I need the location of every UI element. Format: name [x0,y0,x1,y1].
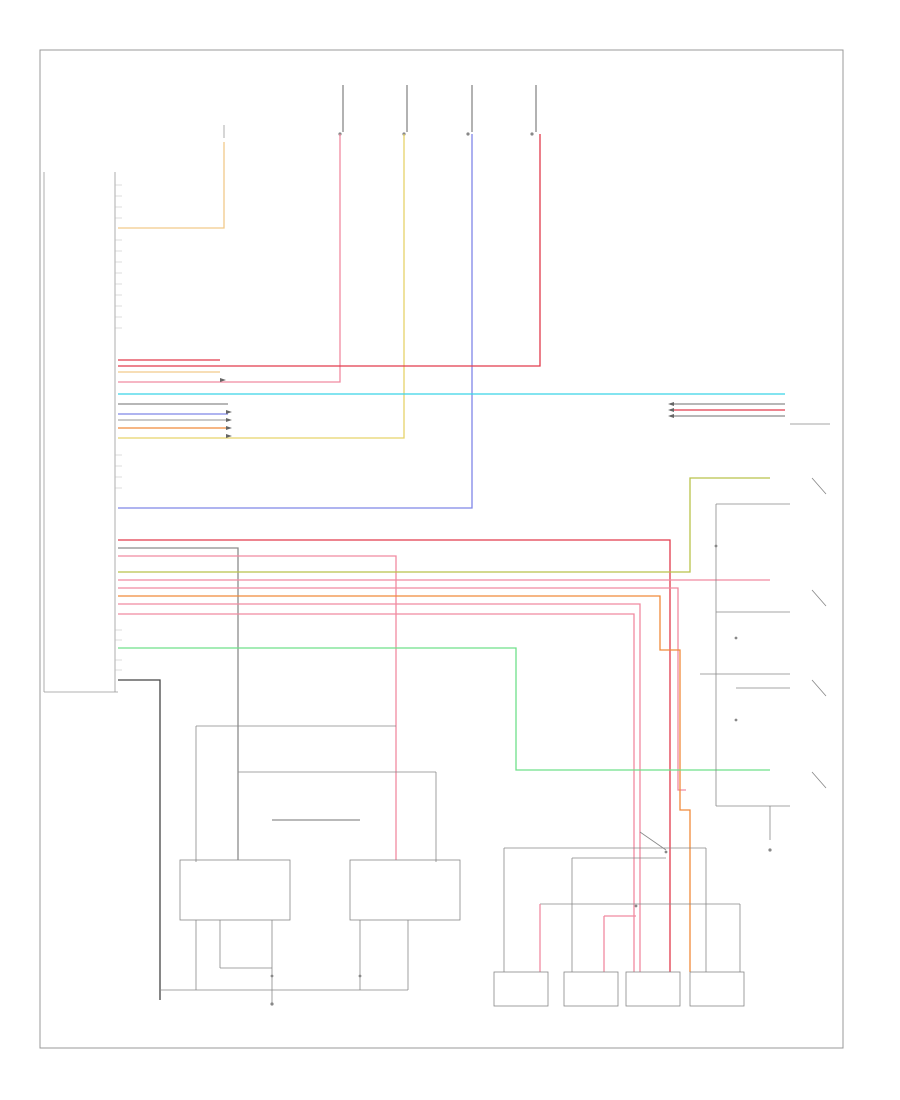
wire-olive-lock [118,477,770,573]
switch-node-1 [714,544,718,548]
arrow-5 [226,434,232,438]
lock-node-1 [270,974,274,978]
arrow-3 [226,418,232,422]
switch-node-3 [734,718,738,722]
switch-2-blade [811,589,827,607]
fuse-node-3 [466,132,470,136]
driver-lock-switch [179,859,291,921]
wire-black-ground [118,679,161,1000]
wire-red-lock [118,539,671,972]
wire-pink-lock-3 [118,587,686,791]
power-feeds-top [223,60,546,138]
wire-pink-lock-5 [118,613,635,972]
wire-pink-lock-4 [118,603,641,972]
passenger-lock-switch [349,859,461,921]
rf-door-lock-motor [625,971,681,1007]
switch-node-2 [734,636,738,640]
lr-door-lock-motor [563,971,619,1007]
arrow-2 [226,410,232,414]
fuse-label-4 [528,60,546,74]
wire-gray-lock [118,547,239,860]
ground-node-right [768,848,772,852]
door-lock-wires [118,477,770,1000]
wire-orange-lock [118,595,691,972]
arrow-1 [220,378,226,382]
wire-green-lock [118,647,770,771]
wire-blue-feed [118,134,473,509]
switch-1-blade [811,477,827,495]
rr-door-lock-motor [689,971,745,1007]
arrow-7 [668,408,674,412]
connector-arrows [220,378,674,438]
module-output-wires [118,359,785,439]
wire-tan-top [118,142,225,229]
wire-yellow-feed [230,134,405,439]
lock-node-2 [358,974,362,978]
door-lock-switches [160,725,461,1004]
arrow-4 [226,426,232,430]
diagram-frame [39,49,844,1049]
fuse-label-2 [400,60,418,74]
wire-pink-feed [228,134,341,383]
control-module-left [43,172,122,693]
fuse-node-4 [530,132,534,136]
wire-red-feed [118,134,541,367]
wire-pink-lock-1 [118,555,397,860]
arrow-6 [668,402,674,406]
fuse-label-1 [334,60,352,74]
arrow-8 [668,414,674,418]
motor-node-1 [664,850,668,854]
door-lock-motors [493,831,745,1007]
motor-node-2 [634,904,638,908]
switch-4-blade [811,771,827,789]
fuse-label-3 [464,60,482,74]
door-switches-right [700,423,830,840]
switch-3-blade [811,679,827,697]
lf-door-lock-motor [493,971,549,1007]
feed-wires [118,134,541,509]
ground-node-lower [270,1002,274,1006]
